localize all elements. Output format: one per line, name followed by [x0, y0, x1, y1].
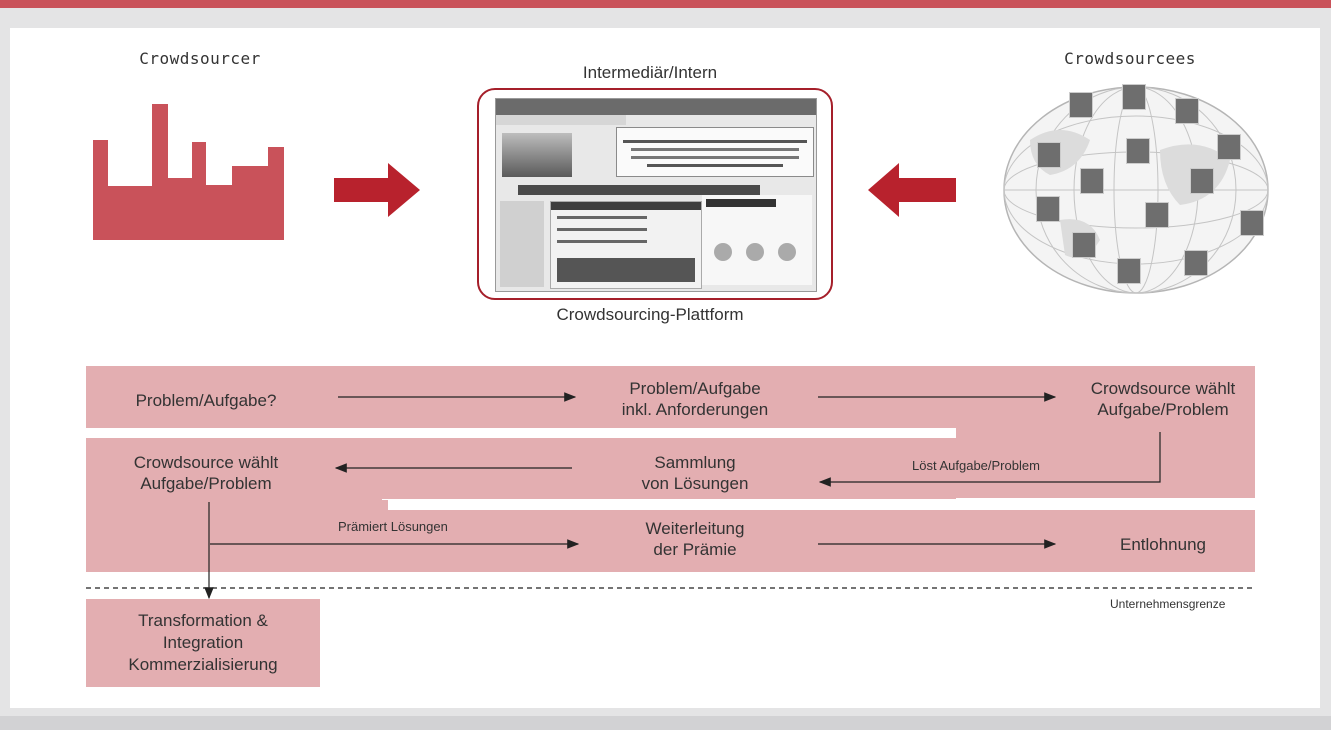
step-collect-solutions-line1: Sammlung	[654, 453, 736, 472]
company-boundary-label: Unternehmensgrenze	[1110, 597, 1226, 611]
step-collect-solutions-line2: von Lösungen	[641, 474, 749, 493]
transformation-line1: Transformation &	[138, 611, 268, 630]
step-crowd-selects-2: Crowdsource wählt Aufgabe/Problem	[96, 452, 316, 494]
rewards-solutions-label: Prämiert Lösungen	[338, 519, 448, 534]
step-crowd-selects-2-line2: Aufgabe/Problem	[140, 474, 272, 493]
step-forward-reward-line1: Weiterleitung	[645, 519, 745, 538]
step-forward-reward-line2: der Prämie	[653, 540, 737, 559]
transformation-line3: Kommerzialisierung	[128, 655, 278, 674]
person-icon	[1069, 92, 1093, 118]
step-forward-reward: Weiterleitung der Prämie	[580, 518, 810, 560]
screenshot-content	[550, 201, 702, 289]
platform-screenshot	[495, 98, 817, 292]
step-problem-question: Problem/Aufgabe?	[135, 391, 277, 410]
top-accent-bar	[0, 0, 1331, 8]
process-band-2-right	[956, 428, 1255, 498]
person-icon	[1190, 168, 1214, 194]
person-icon	[1217, 134, 1241, 160]
band-separator	[388, 499, 1255, 510]
screenshot-sidebar	[500, 201, 544, 287]
step-problem-requirements-line1: Problem/Aufgabe	[629, 379, 761, 398]
screenshot-people-photo	[502, 133, 572, 177]
transformation-text: Transformation & Integration Kommerziali…	[86, 610, 320, 676]
band-separator	[86, 428, 956, 438]
solves-problem-label: Löst Aufgabe/Problem	[912, 458, 1040, 473]
step-problem-requirements-line2: inkl. Anforderungen	[621, 400, 769, 419]
process-band-2-left	[86, 438, 382, 500]
person-icon	[1072, 232, 1096, 258]
person-icon	[1126, 138, 1150, 164]
person-icon	[1122, 84, 1146, 110]
step-problem-requirements: Problem/Aufgabe inkl. Anforderungen	[580, 378, 810, 420]
step-crowd-selects-line1: Crowdsource wählt	[1090, 379, 1236, 398]
person-icon	[1145, 202, 1169, 228]
person-icon	[1037, 142, 1061, 168]
step-collect-solutions: Sammlung von Lösungen	[580, 452, 810, 494]
transformation-line2: Integration	[162, 633, 244, 652]
screenshot-dialog	[616, 127, 814, 177]
person-icon	[1117, 258, 1141, 284]
crowdsourcer-label: Crowdsourcer	[139, 49, 261, 68]
screenshot-nav-bar	[518, 185, 760, 195]
screenshot-tab-strip	[496, 115, 626, 125]
step-payment: Entlohnung	[1119, 535, 1207, 554]
person-icon	[1080, 168, 1104, 194]
person-icon	[1175, 98, 1199, 124]
person-icon	[1036, 196, 1060, 222]
bottom-bar	[0, 716, 1331, 730]
step-crowd-selects: Crowdsource wählt Aufgabe/Problem	[1058, 378, 1268, 420]
intermediary-label: Intermediär/Intern	[582, 63, 718, 82]
person-icon	[1184, 250, 1208, 276]
person-icon	[1240, 210, 1264, 236]
platform-screenshot-frame	[477, 88, 833, 300]
crowdsourcees-label: Crowdsourcees	[1064, 49, 1196, 68]
transformation-box	[86, 599, 320, 687]
step-crowd-selects-2-line1: Crowdsource wählt	[133, 453, 279, 472]
process-band-1	[86, 366, 1255, 428]
step-crowd-selects-line2: Aufgabe/Problem	[1097, 400, 1229, 419]
platform-label: Crowdsourcing-Plattform	[556, 305, 744, 324]
process-band-3	[86, 500, 1255, 572]
screenshot-results-panel	[702, 195, 812, 285]
screenshot-topbar	[496, 99, 816, 115]
